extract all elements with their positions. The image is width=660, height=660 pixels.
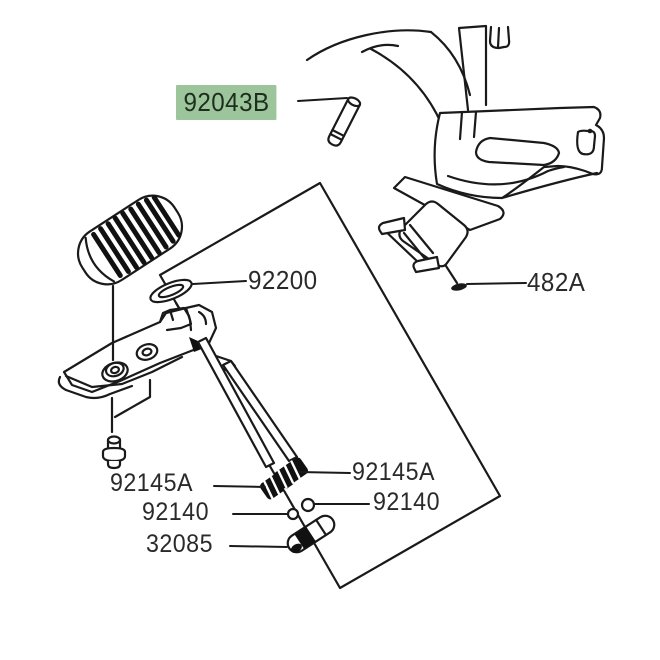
part-label-92145a-right[interactable]: 92145A <box>352 458 435 486</box>
lever-pin-32085 <box>286 514 336 554</box>
footpeg-clamp-bracket <box>377 200 469 274</box>
pivot-bolt-right <box>221 359 299 463</box>
part-label-92140-right[interactable]: 92140 <box>373 488 440 516</box>
leader-92145a-left <box>213 485 266 488</box>
leader-482a <box>466 282 527 285</box>
spring-right <box>274 457 308 489</box>
leader-32085 <box>229 545 288 548</box>
leader-92145a-right <box>298 471 351 474</box>
part-label-32085[interactable]: 32085 <box>146 530 213 558</box>
part-label-482a[interactable]: 482A <box>527 267 586 297</box>
leader-lines <box>192 97 527 548</box>
bracket-screw <box>101 435 127 470</box>
washer-92140-left <box>286 507 300 521</box>
mount-axis-line <box>110 284 152 434</box>
footpeg-pin <box>327 96 362 147</box>
pivot-bolt-left <box>196 336 276 469</box>
part-label-92145a-left[interactable]: 92145A <box>110 469 193 497</box>
washer-92140-right <box>300 497 316 513</box>
frame-assembly <box>305 24 606 265</box>
leader-92200 <box>192 280 247 285</box>
assembly-outline-box <box>158 181 502 590</box>
part-label-92043b[interactable]: 92043B <box>176 85 277 120</box>
part-label-92200[interactable]: 92200 <box>248 265 318 295</box>
footrest-rubber <box>76 194 184 286</box>
leader-92043b <box>297 97 348 102</box>
part-label-92140-left[interactable]: 92140 <box>142 498 209 526</box>
footpeg-bracket <box>57 303 237 400</box>
circlip-482a <box>444 264 467 291</box>
